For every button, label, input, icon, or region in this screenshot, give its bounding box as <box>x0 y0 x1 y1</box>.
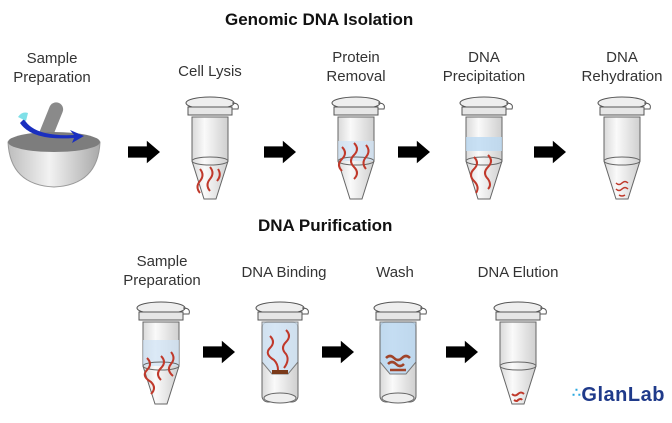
label-line: Sample <box>26 50 78 67</box>
arrow-right-icon <box>203 340 235 364</box>
arrow-right-icon <box>322 340 354 364</box>
label-line: Preparation <box>13 69 91 86</box>
arrow-right-icon <box>398 140 430 164</box>
section-title-dna-purification: DNA Purification <box>258 216 393 235</box>
label-line: Wash <box>376 264 414 281</box>
step-label-dna-rehydration: DNA Rehydration <box>582 48 663 86</box>
label-line: Precipitation <box>442 68 526 85</box>
label-line: DNA Elution <box>477 264 559 281</box>
arrow-right-icon <box>534 140 566 164</box>
glanlab-logo: ∴GlanLab <box>572 384 665 407</box>
section-title-genomic-dna-isolation: Genomic DNA Isolation <box>225 10 414 29</box>
arrow-right-icon <box>264 140 296 164</box>
step-label-sample-preparation-2: Sample Preparation <box>123 252 201 290</box>
label-line: Cell Lysis <box>178 63 242 80</box>
tube-sample-preparation-icon <box>136 301 190 405</box>
step-label-wash: Wash <box>376 263 414 282</box>
label-line: Rehydration <box>581 68 663 85</box>
label-line: Sample <box>136 253 188 270</box>
arrow-right-icon <box>446 340 478 364</box>
logo-text: GlanLab <box>581 384 665 406</box>
tube-protein-removal-icon <box>331 96 385 200</box>
label-line: Protein <box>332 49 380 66</box>
step-label-dna-precipitation: DNA Precipitation <box>443 48 526 86</box>
label-line: Removal <box>326 68 386 85</box>
label-line: DNA <box>468 49 500 66</box>
step-label-cell-lysis: Cell Lysis <box>178 62 242 81</box>
molecule-icon: ∴ <box>572 384 582 400</box>
tube-precipitation-icon <box>459 96 513 200</box>
tube-cell-lysis-icon <box>185 96 239 200</box>
step-label-sample-preparation-1: Sample Preparation <box>13 49 91 87</box>
spin-column-binding-icon <box>255 301 309 404</box>
tube-elution-icon <box>493 301 547 405</box>
label-line: DNA <box>606 49 638 66</box>
tube-rehydration-icon <box>597 96 651 200</box>
step-label-protein-removal: Protein Removal <box>326 48 385 86</box>
label-line: Preparation <box>123 272 201 289</box>
label-line: DNA Binding <box>241 264 327 281</box>
spin-column-wash-icon <box>373 301 427 404</box>
step-label-dna-binding: DNA Binding <box>241 263 326 282</box>
mortar-pestle-icon <box>7 102 101 188</box>
step-label-dna-elution: DNA Elution <box>478 263 559 282</box>
arrow-right-icon <box>128 140 160 164</box>
